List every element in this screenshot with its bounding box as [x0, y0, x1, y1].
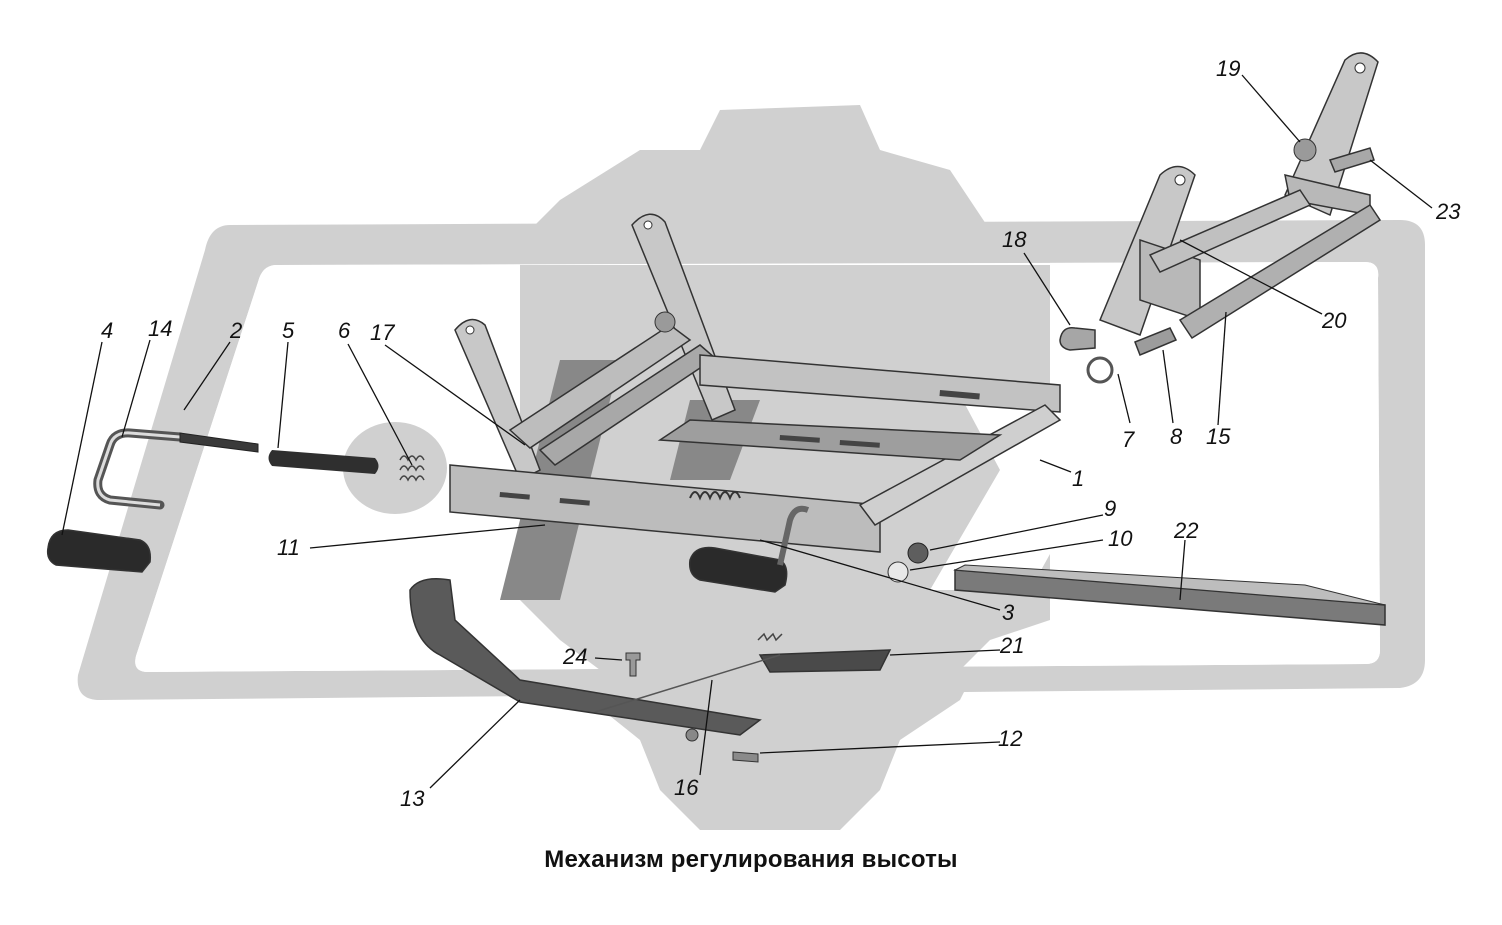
- long-rod: [179, 432, 259, 453]
- callout-4: 4: [101, 318, 113, 343]
- cable: [594, 654, 781, 713]
- bracket-21: [758, 649, 892, 673]
- callout-2: 2: [229, 318, 242, 343]
- tube-right-lower: [1178, 203, 1382, 340]
- coil-spring-small: [399, 455, 425, 482]
- coil-spring-rail: [689, 491, 741, 501]
- pin-16: [685, 728, 699, 742]
- callout-6: 6: [338, 318, 351, 343]
- bracket-hole: [1354, 62, 1366, 74]
- callout-7: 7: [1122, 427, 1135, 452]
- callout-13: 13: [400, 786, 425, 811]
- callout-20: 20: [1321, 308, 1347, 333]
- callout-18: 18: [1002, 227, 1027, 252]
- bushing-19: [1293, 138, 1317, 162]
- pin-8: [1134, 327, 1178, 356]
- watermark-letter-k: [930, 355, 1262, 590]
- callout-16: 16: [674, 775, 699, 800]
- tube-right-upper: [1148, 189, 1312, 273]
- bushing-9: [907, 542, 929, 564]
- callout-1: 1: [1072, 466, 1084, 491]
- tube-left: [508, 324, 692, 449]
- clip-7: [1086, 356, 1114, 384]
- callout-24: 24: [562, 644, 587, 669]
- callout-19: 19: [1216, 56, 1240, 81]
- pivot-bolt: [654, 311, 676, 333]
- callout-10: 10: [1108, 526, 1133, 551]
- washer-10: [887, 561, 909, 583]
- pin-23: [1328, 147, 1375, 173]
- bracket-hole: [1174, 174, 1186, 186]
- callout-22: 22: [1173, 518, 1198, 543]
- callout-12: 12: [998, 726, 1022, 751]
- pad-left: [46, 529, 152, 573]
- watermark-letter-o-hole: [343, 422, 447, 514]
- leader-lines: [61, 74, 1433, 789]
- lever-rod: [777, 505, 810, 566]
- watermark-frame: [77, 220, 1425, 700]
- frame-plate: [657, 419, 1003, 461]
- cap-18: [1059, 327, 1096, 351]
- spring-pin-12: [732, 751, 759, 763]
- rail-slots: [499, 390, 980, 506]
- callout-5: 5: [282, 318, 295, 343]
- bracket-hole: [465, 325, 475, 335]
- shaft: [268, 450, 379, 474]
- lever-handle: [688, 546, 788, 593]
- bracket-hole: [643, 220, 653, 230]
- callout-21: 21: [999, 633, 1024, 658]
- callout-11: 11: [277, 535, 300, 560]
- slide-rail-22-top: [953, 564, 1386, 606]
- callouts: 1 2 3 4 5 6 7 8 9 10 11 12 13 14 15 16 1…: [101, 56, 1461, 811]
- bolt-24: [625, 652, 641, 677]
- spring-small-21: [757, 632, 783, 642]
- callout-9: 9: [1104, 496, 1116, 521]
- callout-8: 8: [1170, 424, 1183, 449]
- diagram-caption: Механизм регулирования высоты: [544, 846, 958, 873]
- callout-3: 3: [1002, 600, 1015, 625]
- bracket-right-rear: [1284, 52, 1379, 217]
- callout-15: 15: [1206, 424, 1231, 449]
- callout-23: 23: [1435, 199, 1461, 224]
- pedal-arm-13: [409, 578, 762, 736]
- callout-14: 14: [148, 316, 172, 341]
- callout-17: 17: [370, 320, 395, 345]
